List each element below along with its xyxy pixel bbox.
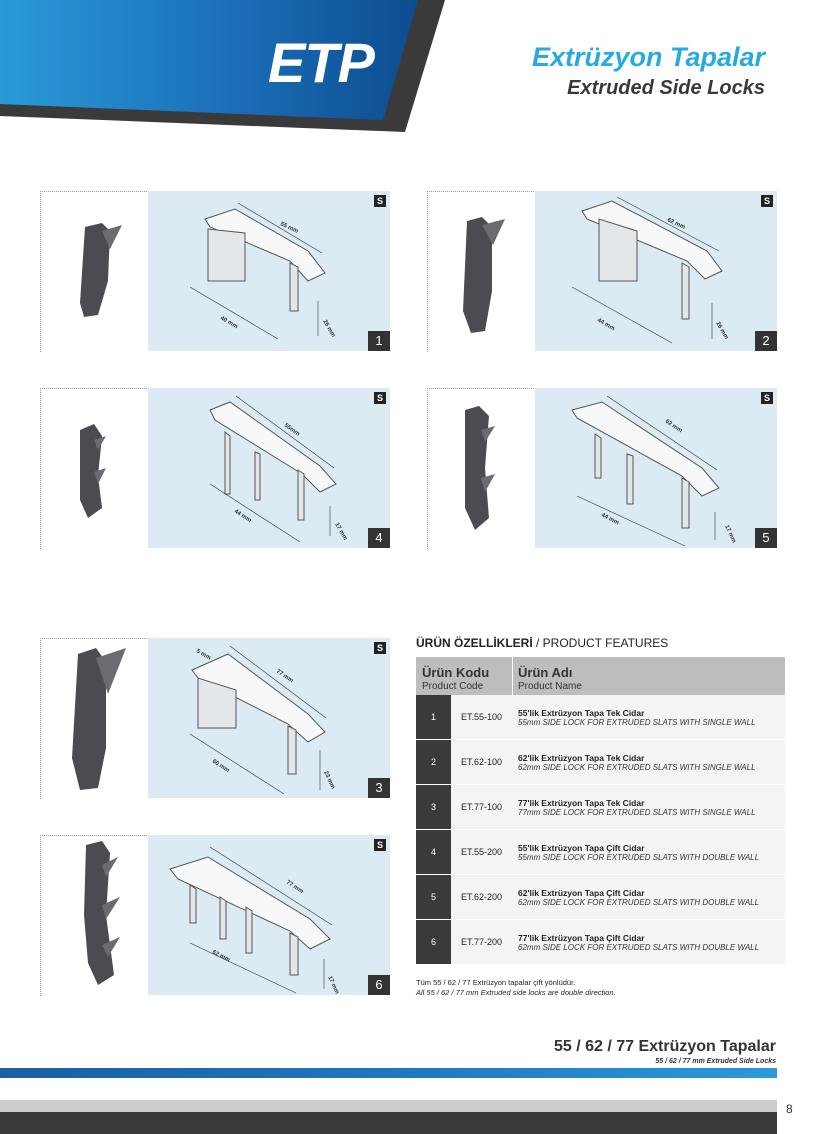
dim-length: 77 mm [285,880,304,895]
dim-depth: 44 mm [233,509,252,524]
side-lock-drawing: 55 mm 40 mm 26 mm [80,202,336,340]
footer-title: 55 / 62 / 77 Extrüzyon Tapalar [553,1038,776,1055]
dim-height: 26 mm [321,319,336,338]
product-panel: 55mm 44 mm 17 mm S 4 [40,388,390,549]
page-subtitle: Extruded Side Locks [567,77,765,99]
footer-subtitle: 55 / 62 / 77 mm Extruded Side Locks [655,1058,776,1065]
panel-number: 4 [368,528,390,548]
features-title: ÜRÜN ÖZELLİKLERİ / PRODUCT FEATURES [416,636,669,650]
size-badge: S [761,392,773,404]
dim-lip: 5 mm [195,649,212,662]
dim-depth: 62 mm [211,949,231,963]
dim-height: 26 mm [714,321,729,340]
dim-depth: 40 mm [219,316,238,331]
dim-length: 55 mm [279,221,299,234]
note-en: All 55 / 62 / 77 mm Extruded side locks … [416,988,616,997]
header-banner [0,0,445,132]
side-lock-drawing: 62 mm 44 mm 17 mm [465,395,737,547]
panel-number: 3 [368,778,390,798]
brand-logo: ETP [268,31,375,94]
panel-number: 1 [368,331,390,351]
dim-length: 55mm [283,423,301,438]
product-panel: 55 mm 40 mm 26 mm S 1 [40,191,390,352]
note-tr: Tüm 55 / 62 / 77 Extrüzyon tapalar çift … [416,978,576,987]
product-panel: 77 mm 62 mm 17 mm S 6 [40,835,390,996]
dim-height: 23 mm [322,770,335,790]
panel-number: 5 [755,528,777,548]
panel-number: 2 [755,331,777,351]
size-badge: S [374,839,386,851]
dim-length: 62 mm [666,217,686,230]
size-badge: S [374,642,386,654]
side-lock-drawing: 62 mm 44 mm 26 mm [463,196,729,344]
page-title: Extrüzyon Tapalar [531,42,765,72]
side-lock-drawing: 55mm 44 mm 17 mm [80,395,348,543]
product-panel: 62 mm 44 mm 17 mm S 5 [427,388,777,549]
product-panel: 62 mm 44 mm 26 mm S 2 [427,191,777,352]
dim-height: 17 mm [333,522,348,541]
dim-length: 62 mm [664,419,683,435]
product-panel: 77 mm 60 mm 23 mm 5 mm S 3 [40,638,390,799]
side-lock-drawing: 77 mm 62 mm 17 mm [84,841,340,995]
size-badge: S [761,195,773,207]
footer-blue-bar [0,1068,777,1078]
page-number: 8 [786,1102,793,1116]
dim-height: 17 mm [723,524,736,544]
side-lock-drawing: 77 mm 60 mm 23 mm 5 mm [72,645,336,795]
size-badge: S [374,392,386,404]
size-badge: S [374,195,386,207]
footer-grey-bar [0,1100,777,1112]
dim-depth: 60 mm [211,759,230,774]
footer-dark-bar [0,1112,777,1134]
dim-depth: 44 mm [596,318,615,333]
dim-height: 17 mm [326,975,339,995]
panel-number: 6 [368,975,390,995]
